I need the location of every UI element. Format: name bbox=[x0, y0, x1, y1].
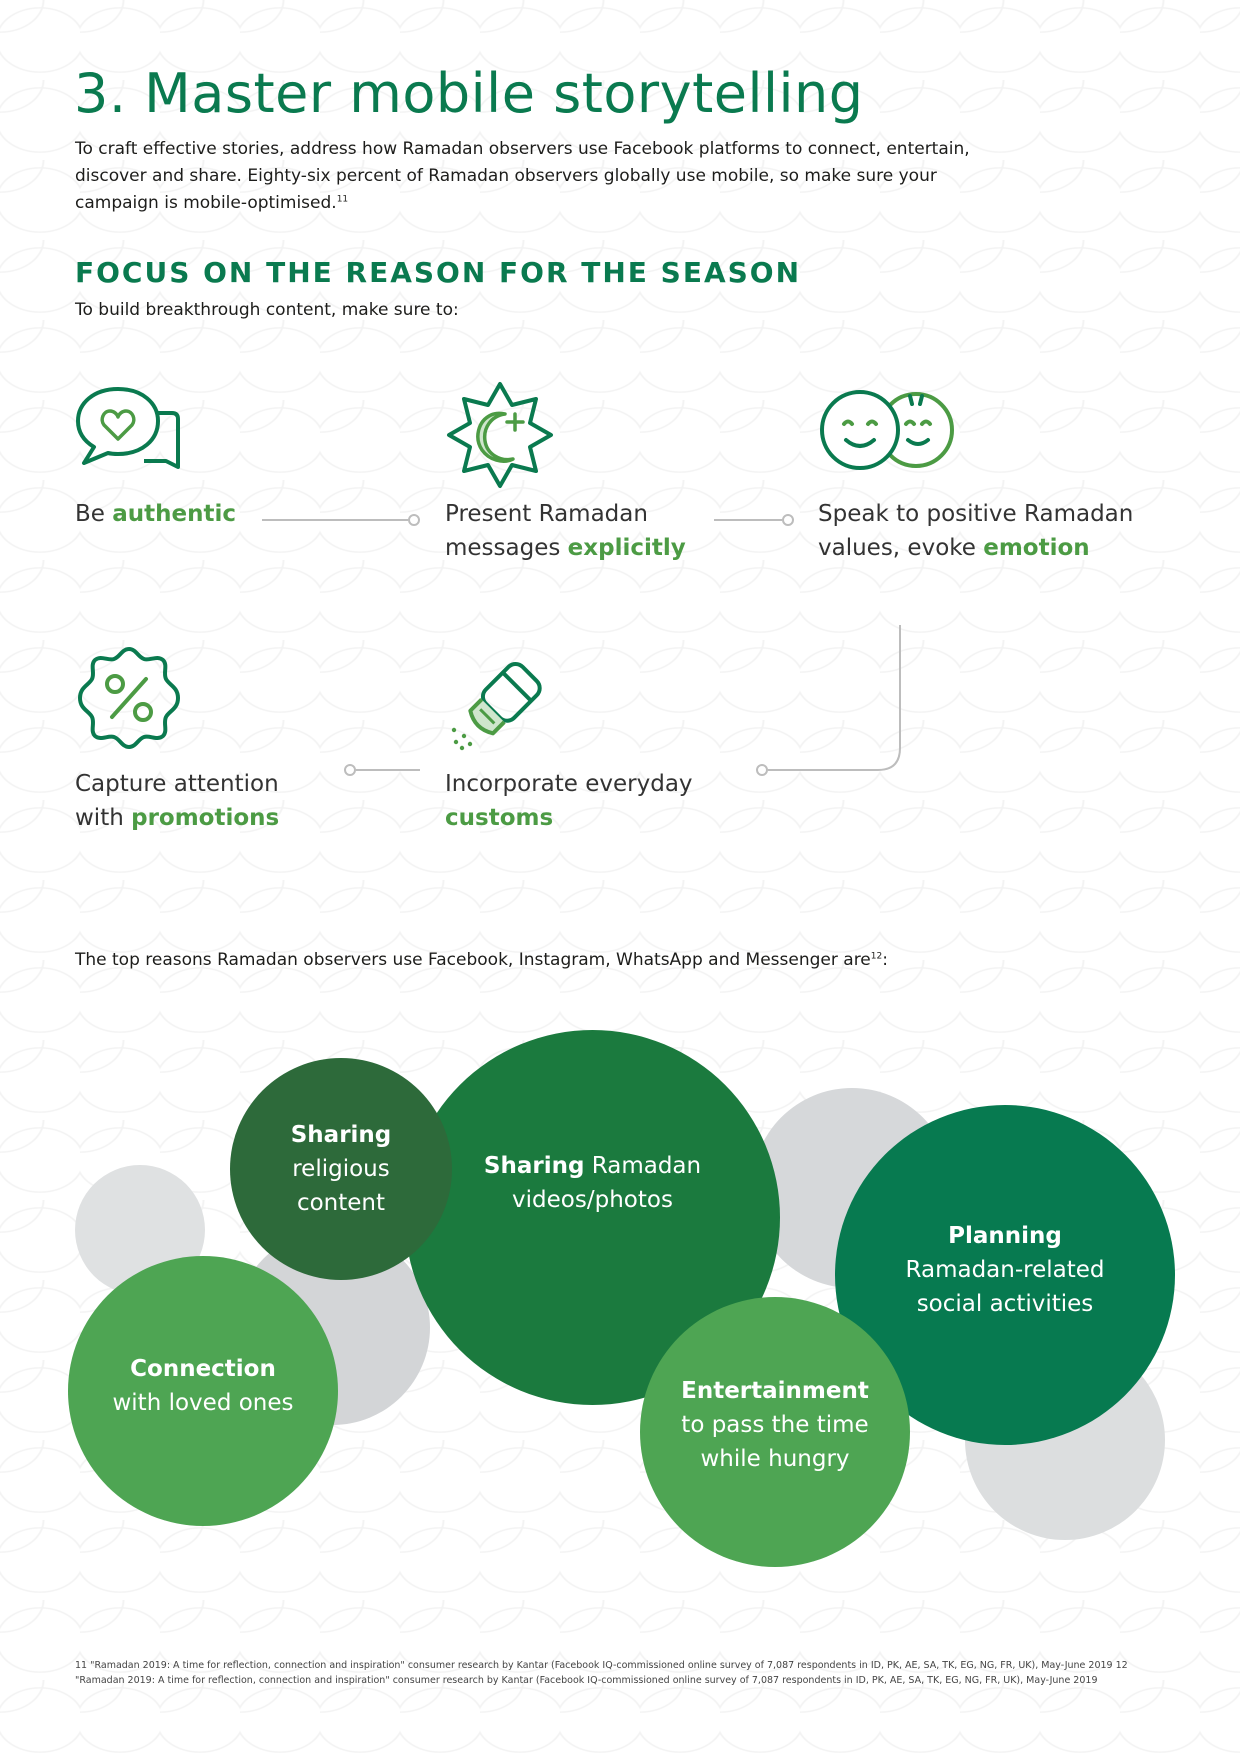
percent-badge-icon bbox=[76, 645, 182, 751]
reason-bubble-planning: Planning Ramadan-related social activiti… bbox=[835, 1105, 1175, 1445]
tip-text: Incorporate everyday bbox=[445, 771, 693, 797]
heart-speech-bubble-icon bbox=[74, 383, 184, 493]
tip-emphasis: promotions bbox=[131, 805, 280, 831]
bubble-text: religious content bbox=[292, 1156, 390, 1216]
reasons-intro-text: The top reasons Ramadan observers use Fa… bbox=[75, 950, 871, 970]
reason-bubble-entertainment: Entertainment to pass the time while hun… bbox=[640, 1297, 910, 1567]
tip-text: Capture attention bbox=[75, 771, 279, 797]
tip-be-authentic: Be authentic bbox=[75, 497, 236, 531]
tip-emphasis: emotion bbox=[983, 535, 1090, 561]
tip-text: messages bbox=[445, 535, 568, 561]
tip-present-ramadan-messages: Present Ramadan messages explicitly bbox=[445, 497, 686, 565]
page-title: 3. Master mobile storytelling bbox=[74, 62, 864, 125]
intro-footnote-ref: 11 bbox=[336, 194, 349, 205]
tip-emphasis: authentic bbox=[112, 501, 236, 527]
bubble-bold: Sharing bbox=[290, 1122, 392, 1148]
tip-emphasis: explicitly bbox=[567, 535, 686, 561]
reason-bubble-connection: Connection with loved ones bbox=[68, 1256, 338, 1526]
tip-text: values, evoke bbox=[818, 535, 984, 561]
reasons-footnote-ref: 12 bbox=[870, 951, 883, 962]
footnote: 11 "Ramadan 2019: A time for reflection,… bbox=[75, 1660, 1128, 1686]
tip-text: with bbox=[75, 805, 132, 831]
salt-shaker-icon bbox=[444, 642, 556, 754]
tip-text: Speak to positive Ramadan bbox=[818, 501, 1134, 527]
bubble-bold: Planning bbox=[948, 1223, 1062, 1249]
tip-incorporate-customs: Incorporate everyday customs bbox=[445, 767, 693, 835]
bubble-text: to pass the time while hungry bbox=[681, 1412, 869, 1472]
connector-dot bbox=[756, 764, 768, 776]
tip-emphasis: customs bbox=[445, 805, 554, 831]
tip-speak-positive-values: Speak to positive Ramadan values, evoke … bbox=[818, 497, 1133, 565]
reason-bubble-sharing-religious: Sharing religious content bbox=[230, 1058, 452, 1280]
bubble-bold: Entertainment bbox=[681, 1378, 869, 1404]
reasons-intro: The top reasons Ramadan observers use Fa… bbox=[75, 950, 888, 970]
tip-capture-attention: Capture attention with promotions bbox=[75, 767, 279, 835]
connector-dot bbox=[408, 514, 420, 526]
bubble-text: Ramadan-related social activities bbox=[905, 1257, 1105, 1317]
bubble-text: Ramadan videos/photos bbox=[512, 1152, 702, 1213]
section-heading: FOCUS ON THE REASON FOR THE SEASON bbox=[75, 256, 802, 289]
bubble-text: with loved ones bbox=[112, 1390, 294, 1416]
bubble-bold: Connection bbox=[130, 1356, 276, 1382]
intro-paragraph: To craft effective stories, address how … bbox=[75, 136, 975, 217]
connector-dot bbox=[782, 514, 794, 526]
smiley-faces-icon bbox=[818, 388, 958, 472]
bubble-bold: Sharing bbox=[483, 1152, 585, 1179]
crescent-moon-star-icon bbox=[445, 380, 555, 490]
tip-text: Present Ramadan bbox=[445, 501, 648, 527]
intro-text: To craft effective stories, address how … bbox=[75, 139, 970, 213]
section-subheading: To build breakthrough content, make sure… bbox=[75, 300, 459, 320]
connector-curve bbox=[768, 625, 901, 771]
tip-text: Be bbox=[75, 501, 113, 527]
connector-dot bbox=[344, 764, 356, 776]
